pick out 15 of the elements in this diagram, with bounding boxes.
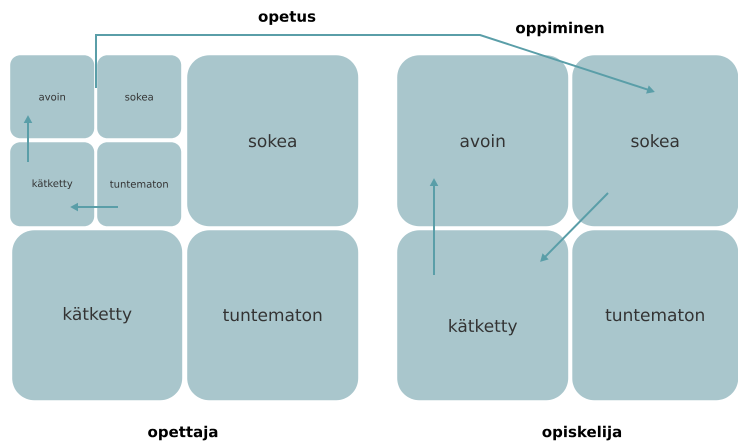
window-pane: sokea bbox=[187, 55, 358, 226]
window-pane: kätketty bbox=[12, 230, 182, 400]
window-pane: tuntematon bbox=[97, 142, 182, 226]
window-pane: kätketty bbox=[397, 230, 568, 400]
window-pane: kätketty bbox=[10, 142, 94, 226]
window-pane: tuntematon bbox=[187, 230, 358, 400]
edge-label: opetus bbox=[258, 11, 316, 25]
window-pane: sokea bbox=[97, 55, 182, 138]
window-pane: sokea bbox=[572, 55, 738, 226]
caption-label: oppiminen bbox=[516, 22, 604, 36]
caption-label: opiskelija bbox=[542, 426, 622, 440]
caption-label: opettaja bbox=[148, 426, 218, 440]
window-pane: avoin bbox=[10, 55, 94, 138]
window-pane: avoin bbox=[397, 55, 568, 226]
window-pane: tuntematon bbox=[572, 230, 738, 400]
